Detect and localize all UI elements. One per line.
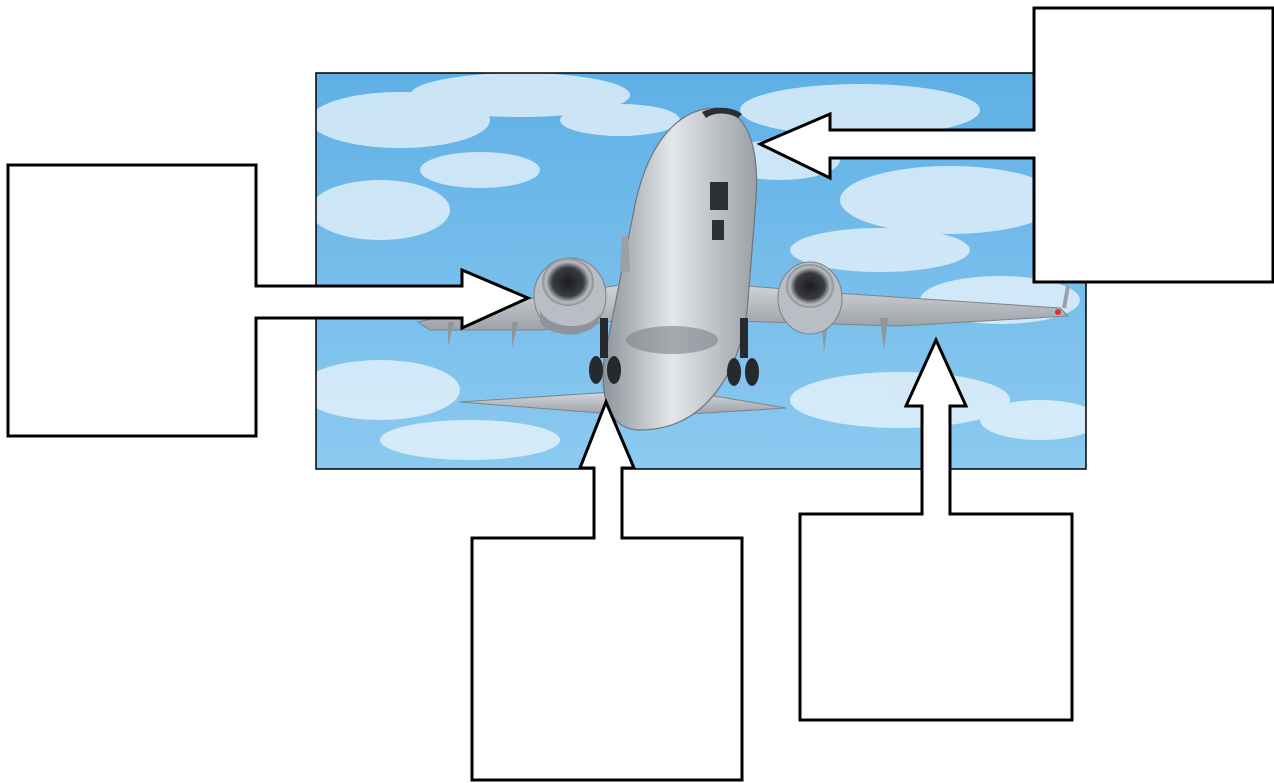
arrow-to-engine — [6, 163, 532, 438]
clouds — [316, 73, 1086, 460]
label-box-engine[interactable] — [6, 163, 532, 438]
label-box-fuselage[interactable] — [470, 398, 744, 782]
main-landing-gear — [589, 318, 759, 386]
label-box-wing[interactable] — [798, 336, 1074, 722]
arrow-to-fuselage — [470, 398, 744, 782]
left-engine — [533, 257, 607, 335]
right-engine — [777, 261, 843, 335]
label-box-nose[interactable] — [756, 6, 1274, 284]
arrow-to-wing — [798, 336, 1074, 722]
arrow-to-nose — [756, 6, 1274, 284]
